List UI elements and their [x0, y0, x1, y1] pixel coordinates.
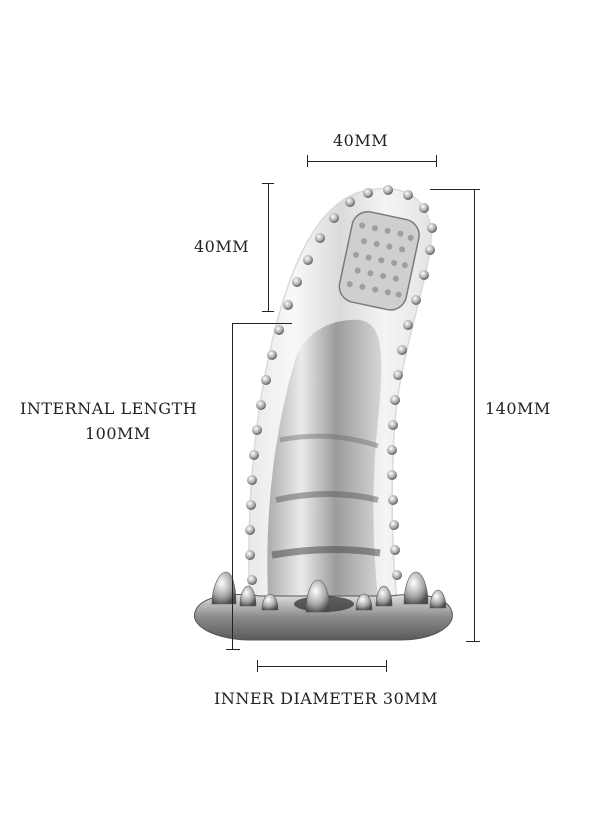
- tip-height-label: 40MM: [194, 237, 250, 256]
- internal-length-tick-top: [232, 323, 292, 324]
- base-spikes: [211, 571, 447, 613]
- total-length-dimension-line: [474, 189, 475, 641]
- inner-diameter-dimension-line: [257, 666, 386, 667]
- tip-height-tick-top: [262, 183, 274, 184]
- sleeve-inner-channel: [267, 319, 382, 598]
- top-width-dimension-line: [307, 161, 436, 162]
- inner-diameter-tick-left: [257, 660, 258, 672]
- top-width-label: 40MM: [333, 131, 389, 150]
- inner-diameter-label: INNER DIAMETER 30MM: [214, 689, 439, 708]
- inner-diameter-tick-right: [386, 660, 387, 672]
- internal-length-label-line2: 100MM: [85, 424, 151, 443]
- total-length-tick-top: [430, 189, 480, 190]
- total-length-tick-bottom: [466, 641, 480, 642]
- total-length-label: 140MM: [485, 399, 551, 418]
- internal-length-label-line1: INTERNAL LENGTH: [20, 399, 198, 418]
- internal-length-tick-bottom: [226, 649, 240, 650]
- top-width-tick-right: [436, 155, 437, 167]
- tip-height-dimension-line: [268, 183, 269, 311]
- textured-tip: [338, 210, 420, 311]
- internal-length-dimension-line: [232, 323, 233, 649]
- top-width-tick-left: [307, 155, 308, 167]
- tip-height-tick-bottom: [262, 311, 274, 312]
- sleeve-nubs: [245, 185, 437, 585]
